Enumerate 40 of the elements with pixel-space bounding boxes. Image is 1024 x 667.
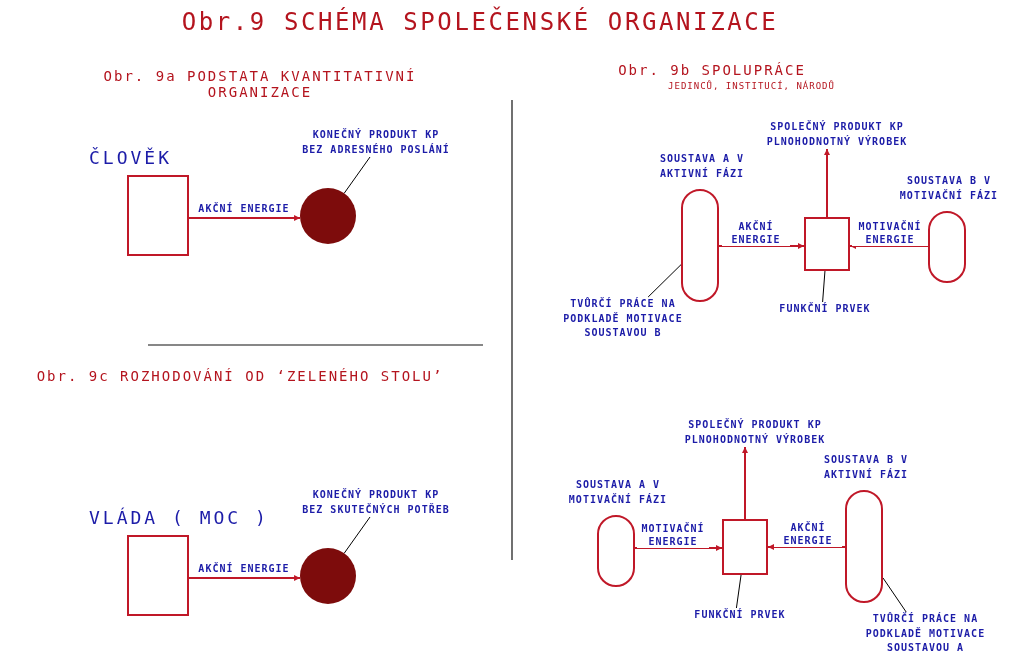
- arrow: [718, 243, 805, 249]
- leader-line: [647, 264, 682, 298]
- annotation-text: FUNKČNÍ PRVEK: [680, 608, 800, 623]
- annotation-text: FUNKČNÍ PRVEK: [765, 302, 885, 317]
- product-circle: [300, 188, 356, 244]
- leader-line: [735, 574, 742, 609]
- section-heading: Obr. 9b SPOLUPRÁCE: [617, 62, 807, 78]
- section-heading: Obr. 9c ROZHODOVÁNÍ OD ‘ZELENÉHO STOLU’: [35, 368, 445, 384]
- edge-label: MOTIVAČNÍ ENERGIE: [852, 220, 928, 246]
- annotation-text: KONEČNÝ PRODUKT KP BEZ ADRESNÉHO POSLÁNÍ: [300, 128, 452, 157]
- box-heading: VLÁDA ( MOC ): [89, 507, 269, 528]
- product-circle: [300, 548, 356, 604]
- section-heading: Obr. 9a PODSTATA KVANTITATIVNÍ ORGANIZACE: [102, 68, 418, 100]
- process-box: [804, 217, 850, 271]
- edge-label: MOTIVAČNÍ ENERGIE: [637, 522, 709, 548]
- annotation-text: TVŮRČÍ PRÁCE NA PODKLADĚ MOTIVACE SOUSTAVOU B: [548, 297, 698, 341]
- arrow: [824, 148, 830, 218]
- arrow: [767, 544, 846, 550]
- arrow: [188, 575, 302, 581]
- arrow: [742, 446, 748, 520]
- capsule-heading: SOUSTAVA A V AKTIVNÍ FÁZI: [658, 152, 746, 181]
- leader-line: [882, 577, 907, 613]
- diagram-title: Obr.9 SCHÉMA SPOLEČENSKÉ ORGANIZACE: [180, 8, 780, 36]
- leader-line: [822, 270, 826, 303]
- edge-label: AKČNÍ ENERGIE: [774, 521, 842, 547]
- capsule-heading: SOUSTAVA A V MOTIVAČNÍ FÁZI: [567, 478, 669, 507]
- edge-label: AKČNÍ ENERGIE: [722, 220, 790, 246]
- annotation-text: TVŮRČÍ PRÁCE NA PODKLADĚ MOTIVACE SOUSTAVOU A: [843, 612, 1008, 656]
- annotation-text: SPOLEČNÝ PRODUKT KP PLNOHODNOTNÝ VÝROBEK: [680, 418, 830, 447]
- box-heading: ČLOVĚK: [89, 147, 173, 168]
- capsule-heading: SOUSTAVA B V AKTIVNÍ FÁZI: [822, 453, 910, 482]
- process-box: [722, 519, 768, 575]
- arrow: [188, 215, 302, 221]
- leader-line: [343, 156, 371, 194]
- arrow: [634, 545, 723, 551]
- capsule-heading: SOUSTAVA B V MOTIVAČNÍ FÁZI: [898, 174, 1000, 203]
- annotation-text: KONEČNÝ PRODUKT KP BEZ SKUTEČNÝCH POTŘEB: [300, 488, 452, 517]
- subheading: JEDINCŮ, INSTITUCÍ, NÁRODŮ: [667, 81, 836, 91]
- annotation-text: SPOLEČNÝ PRODUKT KP PLNOHODNOTNÝ VÝROBEK: [762, 120, 912, 149]
- leader-line: [343, 516, 371, 554]
